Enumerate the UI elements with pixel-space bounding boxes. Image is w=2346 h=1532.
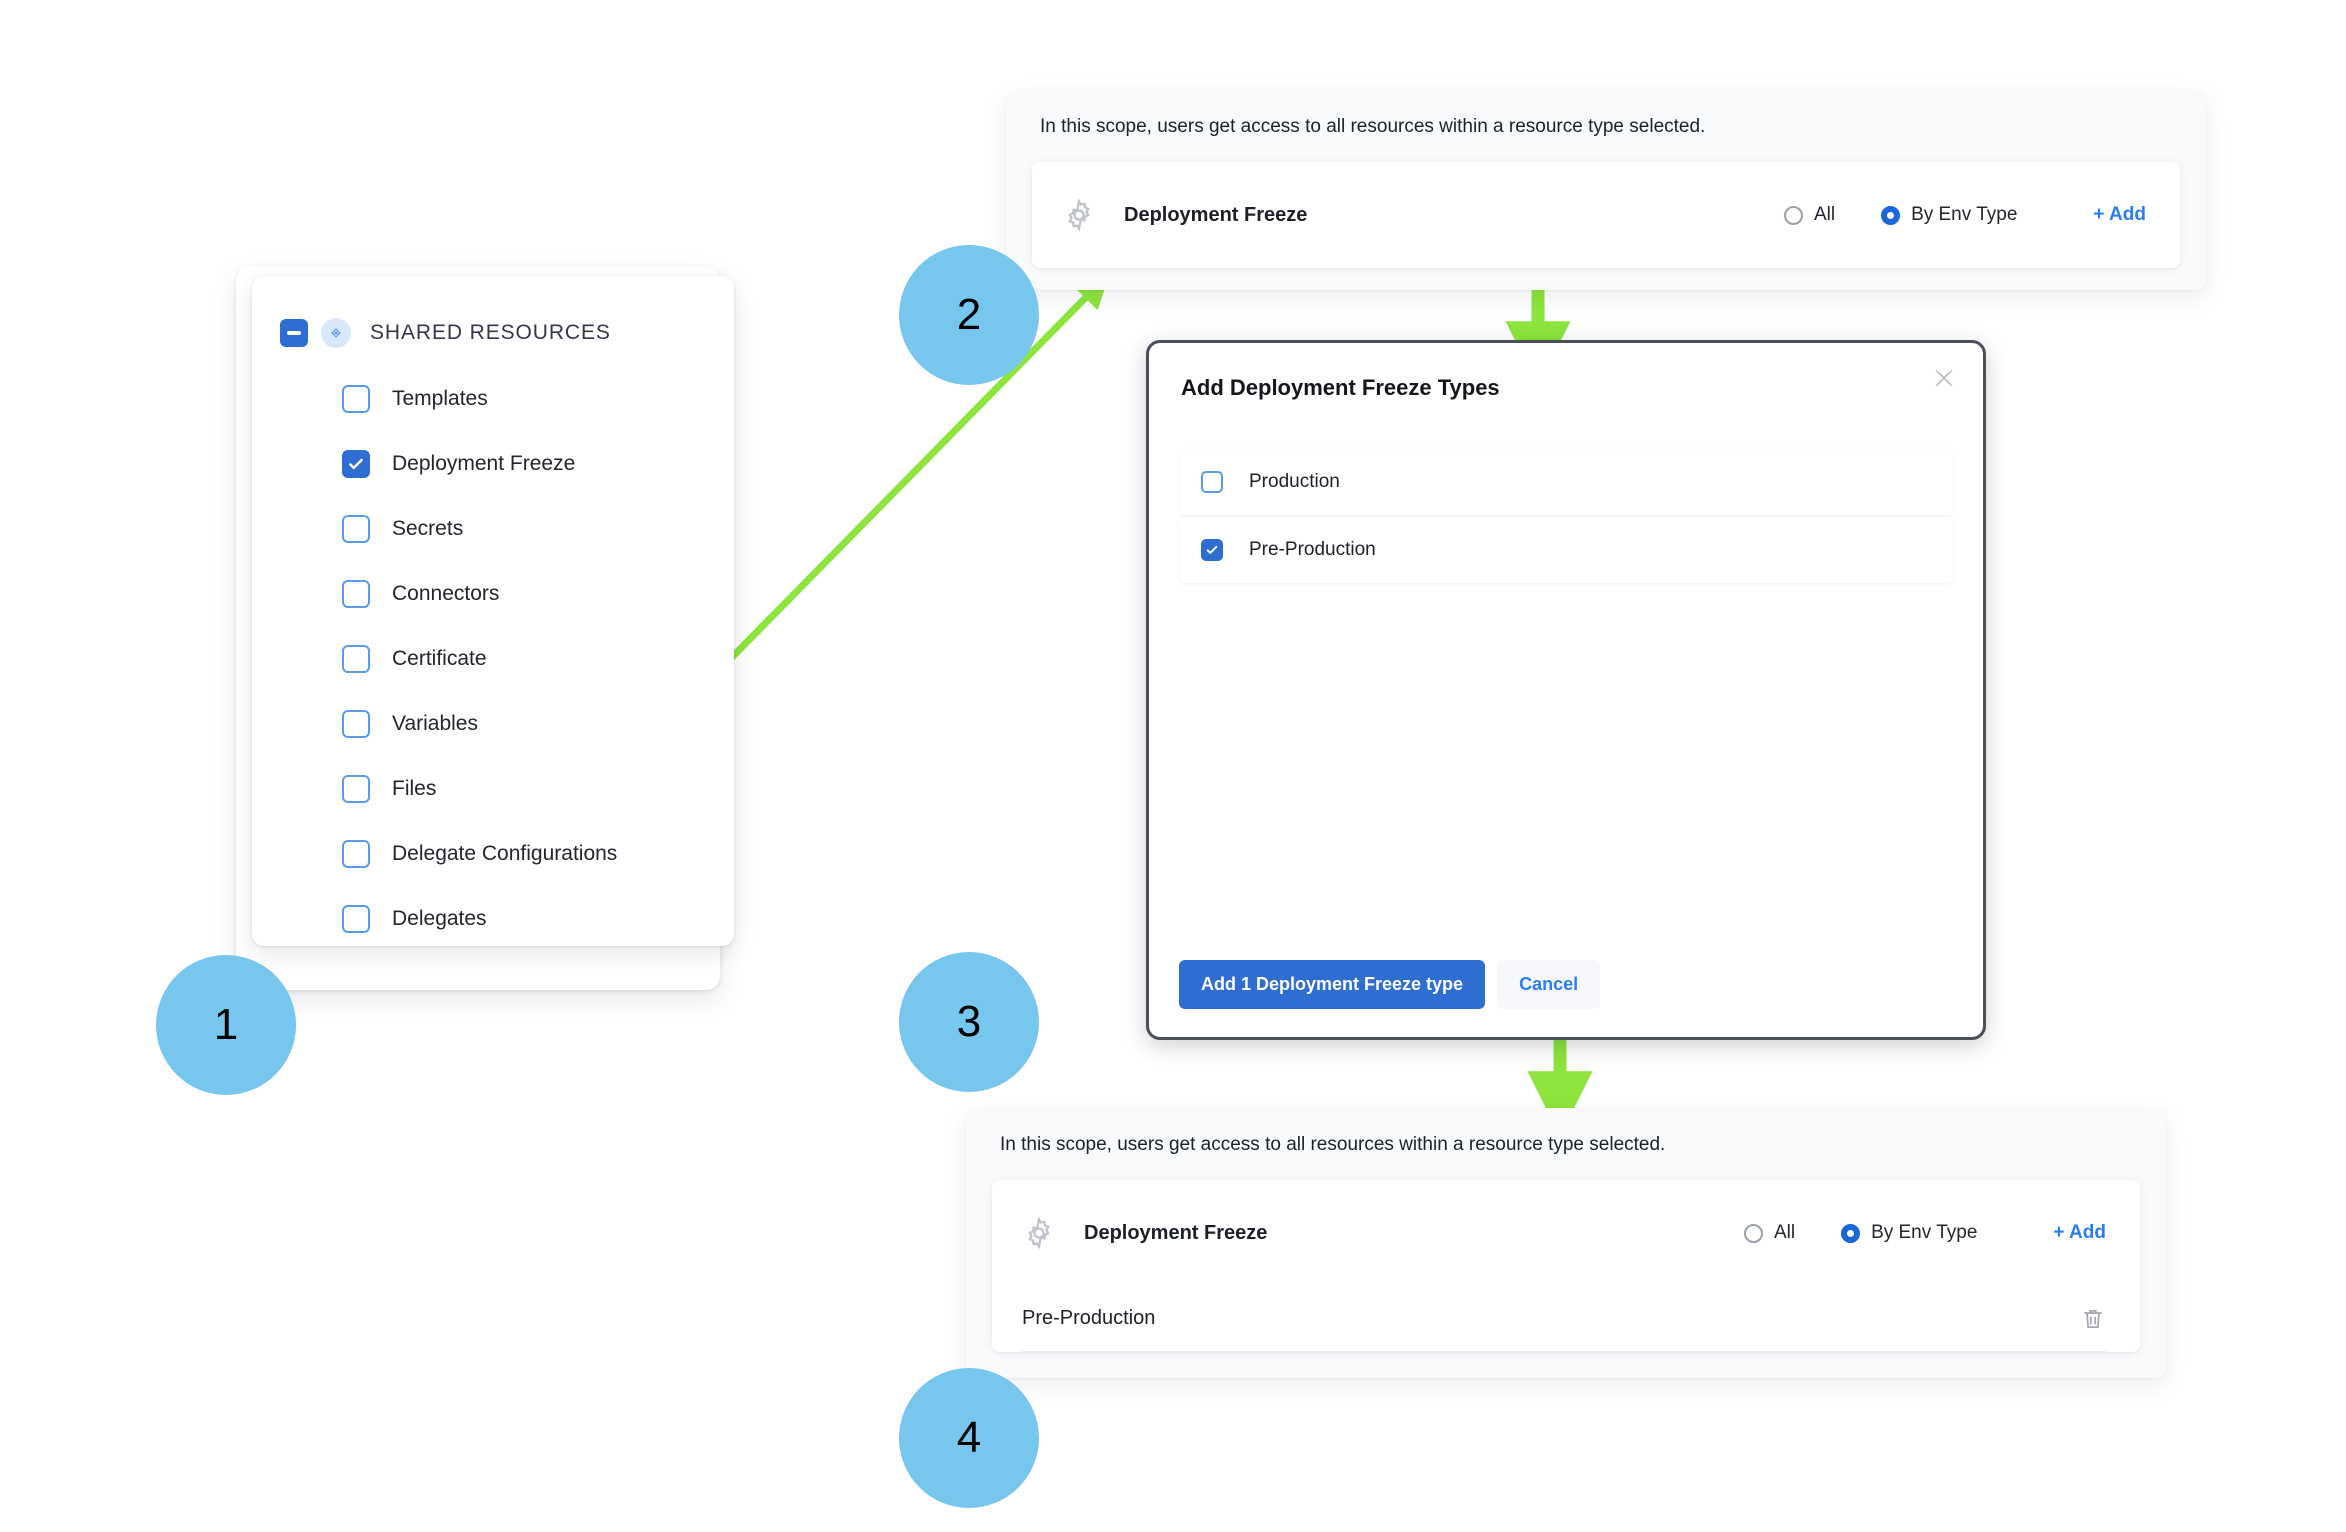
gear-icon xyxy=(1028,1216,1050,1250)
add-button-top[interactable]: + Add xyxy=(2093,204,2146,225)
shared-resources-header[interactable]: SHARED RESOURCES xyxy=(252,318,734,348)
step-badge-2: 2 xyxy=(899,245,1039,385)
shared-resource-item[interactable]: Secrets xyxy=(252,496,734,561)
checkbox[interactable] xyxy=(342,384,370,413)
checkbox[interactable] xyxy=(342,644,370,673)
add-button-bottom[interactable]: + Add xyxy=(2053,1222,2106,1243)
resource-type-label: Deployment Freeze xyxy=(1124,203,1308,226)
shared-resource-label: Secrets xyxy=(392,516,464,540)
radio-label: All xyxy=(1773,1222,1796,1243)
step-badge-1: 1 xyxy=(156,955,296,1095)
checkbox[interactable] xyxy=(1201,539,1223,561)
radio-indicator xyxy=(1743,1223,1763,1243)
close-icon[interactable] xyxy=(1931,365,1957,391)
shared-resource-label: Deployment Freeze xyxy=(392,451,576,475)
modal-option-label: Pre-Production xyxy=(1249,539,1376,560)
arrow-1-to-2 xyxy=(687,273,1110,703)
checkbox[interactable] xyxy=(342,709,370,738)
checkbox[interactable] xyxy=(342,579,370,608)
cancel-button[interactable]: Cancel xyxy=(1497,960,1601,1009)
radio-indicator xyxy=(1783,205,1803,225)
trash-icon[interactable] xyxy=(2080,1306,2106,1332)
page-title: SHARED RESOURCES xyxy=(370,321,611,344)
shared-resource-item[interactable]: Variables xyxy=(252,691,734,756)
scope-panel-result: In this scope, users get access to all r… xyxy=(966,1108,2166,1378)
selected-env-type-row: Pre-Production xyxy=(1022,1286,2106,1352)
scope-note: In this scope, users get access to all r… xyxy=(1000,1134,1666,1155)
resource-group-icon xyxy=(321,318,351,348)
modal-option-label: Production xyxy=(1249,471,1340,492)
checkbox[interactable] xyxy=(342,904,370,933)
selected-env-type-label: Pre-Production xyxy=(1022,1307,1156,1329)
radio-indicator xyxy=(1881,205,1901,225)
shared-resource-item[interactable]: Files xyxy=(252,756,734,821)
resource-type-card: Deployment Freeze All By Env Type + Add xyxy=(1032,162,2180,268)
shared-resource-label: Files xyxy=(392,776,437,800)
shared-resource-label: Delegates xyxy=(392,906,487,930)
radio-all-top[interactable]: All xyxy=(1783,204,1836,226)
resource-type-row: Deployment Freeze All By Env Type + Add xyxy=(1032,162,2180,268)
shared-resource-item[interactable]: Delegates xyxy=(252,886,734,946)
modal-footer: Add 1 Deployment Freeze type Cancel xyxy=(1179,960,1601,1009)
gear-icon xyxy=(1068,198,1090,232)
shared-resource-label: Delegate Configurations xyxy=(392,841,618,865)
checkbox[interactable] xyxy=(342,449,370,478)
modal-option-row[interactable]: Production xyxy=(1179,449,1953,515)
step-badge-4: 4 xyxy=(899,1368,1039,1508)
shared-resource-label: Variables xyxy=(392,711,478,735)
scope-note: In this scope, users get access to all r… xyxy=(1040,116,1706,137)
shared-resource-label: Certificate xyxy=(392,646,487,670)
shared-resource-item[interactable]: Delegate Configurations xyxy=(252,821,734,886)
radio-by-env-type-bottom[interactable]: By Env Type xyxy=(1841,1222,1977,1244)
resource-type-row: Deployment Freeze All By Env Type + Add xyxy=(992,1180,2140,1286)
checkbox[interactable] xyxy=(342,774,370,803)
modal-option-row[interactable]: Pre-Production xyxy=(1179,517,1953,583)
radio-indicator xyxy=(1841,1223,1861,1243)
checkbox[interactable] xyxy=(342,514,370,543)
minus-icon[interactable] xyxy=(280,319,308,347)
checkbox[interactable] xyxy=(1201,471,1223,493)
modal-title: Add Deployment Freeze Types xyxy=(1181,375,1500,400)
checkbox[interactable] xyxy=(342,839,370,868)
shared-resource-label: Templates xyxy=(392,386,488,410)
radio-label: All xyxy=(1813,204,1836,225)
resource-type-label: Deployment Freeze xyxy=(1084,1221,1268,1244)
radio-label: By Env Type xyxy=(1911,204,2018,225)
shared-resource-item[interactable]: Certificate xyxy=(252,626,734,691)
resource-type-card: Deployment Freeze All By Env Type + Add … xyxy=(992,1180,2140,1352)
add-deployment-freeze-types-modal: Add Deployment Freeze Types Production P… xyxy=(1146,340,1986,1040)
shared-resource-label: Connectors xyxy=(392,581,500,605)
shared-resource-item[interactable]: Deployment Freeze xyxy=(252,431,734,496)
radio-label: By Env Type xyxy=(1871,1222,1978,1243)
radio-all-bottom[interactable]: All xyxy=(1743,1222,1796,1244)
add-types-button[interactable]: Add 1 Deployment Freeze type xyxy=(1179,960,1486,1009)
radio-by-env-type-top[interactable]: By Env Type xyxy=(1881,204,2017,226)
step-badge-3: 3 xyxy=(899,952,1039,1092)
shared-resource-item[interactable]: Templates xyxy=(252,366,734,431)
scope-panel-initial: In this scope, users get access to all r… xyxy=(1006,90,2206,290)
shared-resource-item[interactable]: Connectors xyxy=(252,561,734,626)
